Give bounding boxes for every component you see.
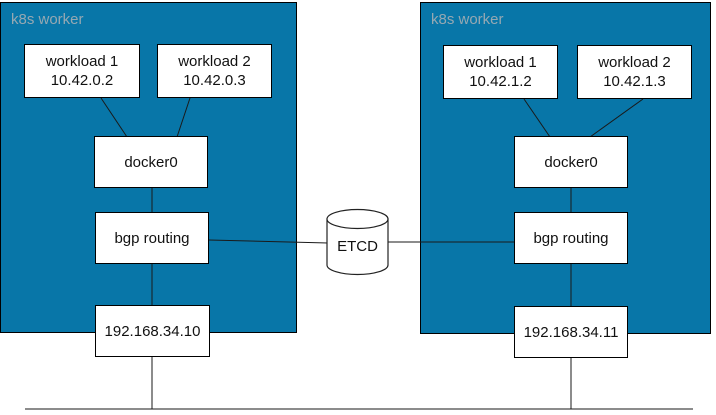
node-right-workload1: workload 1 10.42.1.2 (443, 45, 558, 99)
node-left-workload2-name: workload 2 (178, 53, 251, 70)
edge-right-workload2-docker0 (589, 98, 644, 138)
worker-right-title: k8s worker (431, 11, 504, 28)
node-right-host-ip-label: 192.168.34.11 (523, 323, 619, 341)
edge-left-workload2-docker0 (176, 97, 191, 138)
etcd-cylinder (326, 208, 389, 276)
node-left-workload1-ip: 10.42.0.2 (50, 72, 114, 89)
etcd-cylinder-top (326, 208, 389, 230)
node-left-workload2-ip: 10.42.0.3 (183, 72, 246, 89)
edge-left-workload1-docker0 (100, 97, 128, 138)
node-left-host-ip-label: 192.168.34.10 (104, 322, 201, 340)
etcd-cylinder-body (326, 218, 389, 276)
worker-left-title: k8s worker (11, 11, 84, 28)
etcd-label: ETCD (337, 238, 378, 255)
node-left-workload1-name: workload 1 (45, 53, 119, 70)
node-right-workload2: workload 2 10.42.1.3 (577, 45, 692, 99)
node-left-workload2: workload 2 10.42.0.3 (157, 44, 272, 98)
node-left-host-ip: 192.168.34.10 (95, 305, 210, 357)
node-right-workload2-name: workload 2 (598, 54, 671, 71)
node-right-docker0: docker0 (514, 136, 628, 188)
node-left-docker0: docker0 (94, 136, 208, 188)
node-right-workload2-ip: 10.42.1.3 (603, 73, 666, 90)
node-right-bgp-routing: bgp routing (514, 212, 628, 264)
node-right-docker0-label: docker0 (544, 153, 598, 171)
node-right-host-ip: 192.168.34.11 (514, 306, 628, 358)
node-right-bgp-label: bgp routing (533, 229, 609, 247)
edge-left-bgp-etcd (208, 239, 329, 244)
node-left-docker0-label: docker0 (124, 153, 178, 171)
node-left-workload1: workload 1 10.42.0.2 (24, 44, 140, 98)
node-left-bgp-routing: bgp routing (95, 212, 209, 264)
node-left-bgp-label: bgp routing (114, 229, 190, 247)
edge-right-workload1-docker0 (523, 98, 551, 138)
node-right-workload1-ip: 10.42.1.2 (469, 73, 532, 90)
node-right-workload1-name: workload 1 (464, 54, 537, 71)
